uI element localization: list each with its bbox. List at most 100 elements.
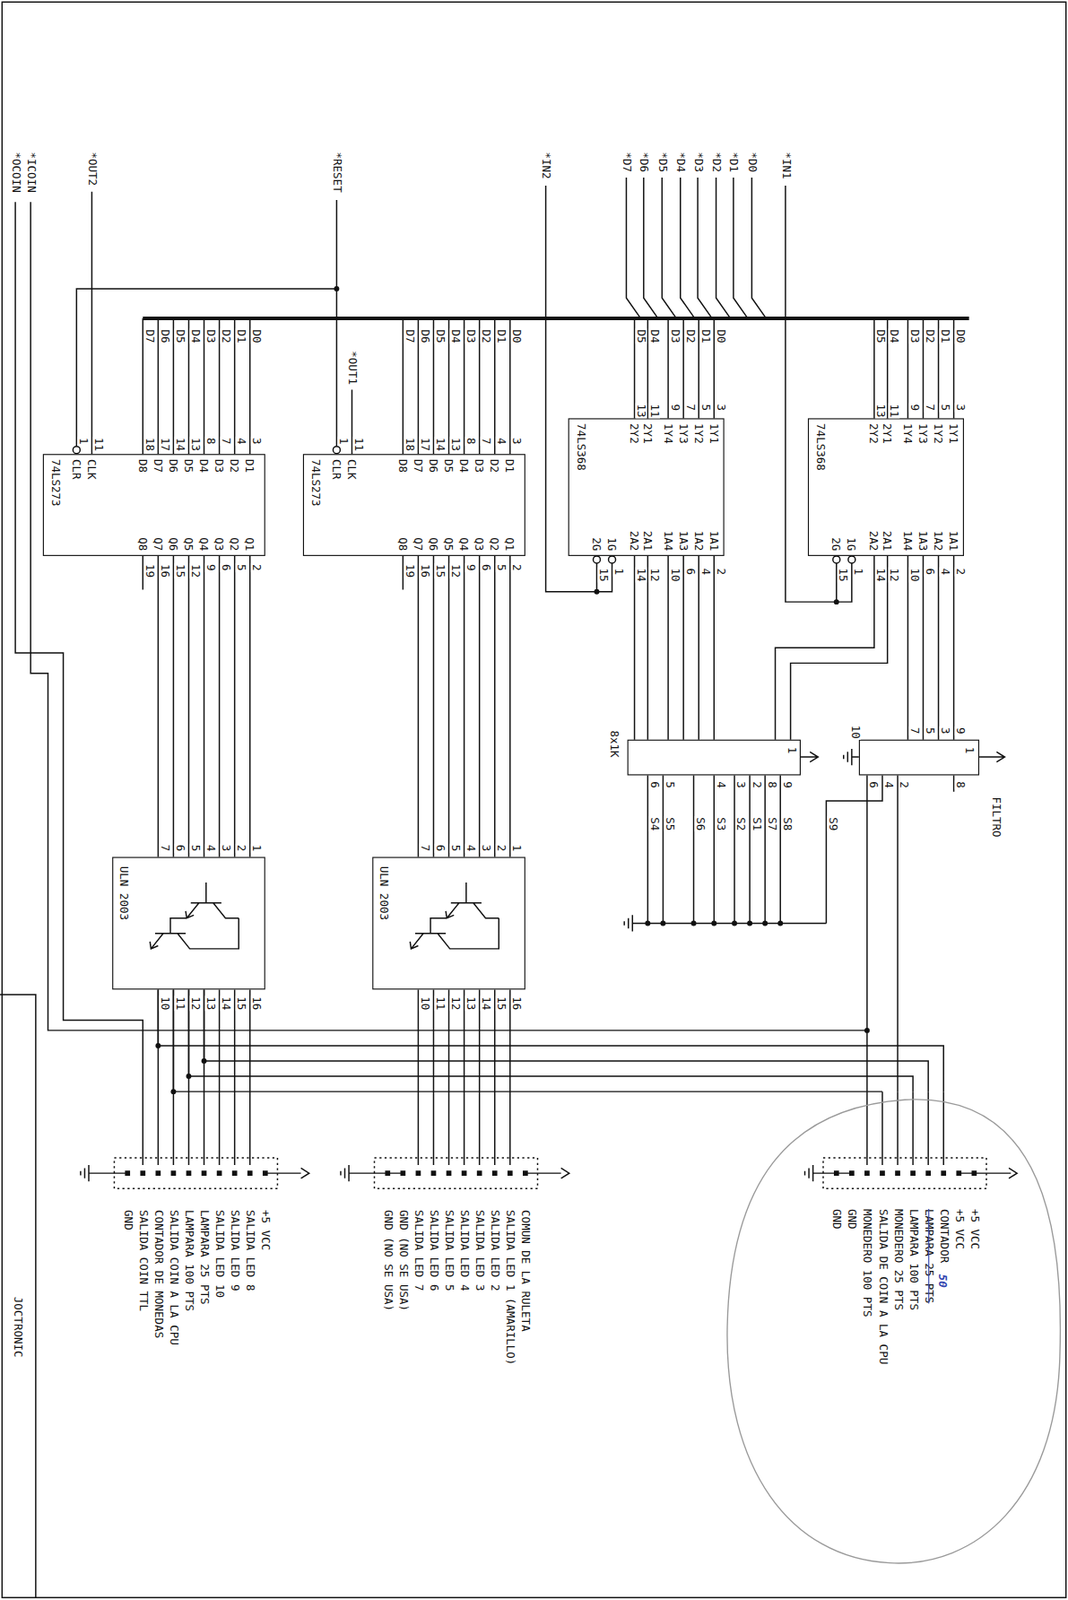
pin-number: 11 — [93, 436, 105, 452]
bus-bit: D4 — [190, 328, 202, 344]
pin-number: 3 — [939, 726, 952, 736]
bus-bit: D7 — [143, 328, 156, 344]
switch-name: S4 — [648, 816, 660, 832]
pin-name: 1A1 — [706, 530, 720, 552]
pin-name: 1A4 — [660, 530, 674, 552]
pin-name: Q6 — [426, 537, 440, 551]
pin-number: 18 — [403, 436, 416, 452]
pin-name: D4 — [197, 459, 210, 473]
pin-name: 1Y2 — [931, 423, 945, 444]
connector-pin-label: GND — [121, 1208, 134, 1232]
darlington-symbol — [149, 882, 239, 949]
pin-number: 10 — [668, 566, 681, 582]
pin-name: 2Y1 — [880, 423, 894, 444]
pin-number: 10 — [158, 995, 171, 1011]
bus-bit: D5 — [174, 328, 187, 344]
bus-bit: D2 — [924, 328, 937, 344]
pin-number: 18 — [143, 436, 156, 452]
pin-name: 1A1 — [946, 530, 960, 552]
pin-name: Q7 — [410, 537, 424, 551]
pin-number: 14 — [480, 995, 493, 1011]
pin-number: 3 — [735, 780, 747, 790]
connector-outline — [113, 1157, 278, 1189]
bus-bit: D1 — [235, 328, 248, 344]
ic-chip: 1Y11Y21Y31Y42Y12Y21A11A21A31A42A12A21G2G… — [807, 417, 964, 556]
junction-dot — [155, 286, 869, 1095]
pin-number: 1 — [613, 566, 626, 576]
pin-number: 4 — [495, 436, 508, 446]
bus-bit: D6 — [158, 328, 171, 344]
pin-name: 2G — [829, 537, 843, 551]
junction-dot — [659, 920, 666, 926]
connector-pin-label: GND — [845, 1208, 859, 1230]
pin-number: 11 — [648, 402, 660, 418]
pin-number: 5 — [664, 780, 677, 790]
pin-number: 2 — [955, 566, 967, 576]
pin-name: D2 — [227, 459, 241, 473]
bus-bit: D6 — [419, 328, 432, 344]
connector-pin-label: SALIDA LED 6 — [427, 1208, 441, 1293]
pin-number: 13 — [450, 436, 462, 452]
connector-pin-label: MONEDERO 25 PTS — [891, 1208, 904, 1311]
pin-number: 6 — [220, 563, 233, 573]
bus-bit: D7 — [403, 328, 416, 344]
pin-name: D7 — [150, 459, 164, 473]
pin-number: 6 — [480, 563, 493, 573]
ic-chip: D1D2D3D4D5D6D7D8CLKCLRQ1Q2Q3Q4Q5Q6Q7Q874… — [303, 453, 526, 556]
pin-name: CLK — [345, 459, 358, 480]
pin-number: 6 — [868, 780, 880, 790]
pin-number: 19 — [403, 563, 416, 579]
bus-bit: D3 — [668, 328, 681, 344]
signal-name: *RESET — [330, 150, 344, 193]
connector-pin-label: COMUN DE LA RULETA — [519, 1208, 532, 1333]
pin-name: 2A1 — [880, 530, 894, 552]
pin-number: 13 — [205, 995, 218, 1011]
pin-name: 1G — [605, 537, 618, 551]
resistor-network: FILTRO — [859, 739, 980, 776]
pin-number: 3 — [220, 843, 233, 853]
pin-number: 16 — [511, 995, 523, 1011]
bus-bit: D2 — [220, 328, 233, 344]
inversion-bubble — [833, 555, 841, 564]
pin-number: 4 — [235, 436, 248, 446]
pin-number: 14 — [434, 436, 447, 452]
inversion-bubble — [592, 555, 600, 564]
switch-name: S5 — [664, 816, 677, 832]
pin-name: 1Y3 — [676, 423, 689, 444]
switch-name: S3 — [714, 816, 727, 832]
pin-number: 12 — [190, 995, 202, 1011]
data-bus — [142, 316, 969, 321]
pin-number: 8 — [205, 436, 218, 446]
hand-circled-connector: +5 VCC+5 VCCCONTADORLAMPARA 25 PTSLAMPAR… — [720, 1091, 1068, 1572]
pin-number: 2 — [898, 780, 911, 790]
pin-name: 1G — [844, 537, 858, 551]
pin-number: 3 — [480, 843, 493, 853]
wire-bundle — [157, 555, 250, 858]
wire-bundle — [634, 555, 715, 740]
pin-number: 4 — [465, 843, 478, 853]
pin-name: Q8 — [135, 537, 148, 551]
junction-dot — [594, 589, 600, 595]
part-number: ULN 2003 — [377, 866, 391, 921]
pin-number: 11 — [353, 436, 365, 452]
pin-number: 8 — [765, 780, 778, 790]
pin-number: 8 — [465, 436, 478, 446]
connector-pin-label: SALIDA LED 9 — [228, 1208, 242, 1293]
pin-number: 7 — [909, 726, 921, 736]
bus-bit: D0 — [251, 328, 263, 344]
bus-bit: D0 — [955, 328, 967, 344]
connector-pin-label: SALIDA COIN A LA CPU — [167, 1208, 181, 1346]
pin-name: D7 — [410, 459, 424, 473]
pin-number: 13 — [190, 436, 202, 452]
pin-name: 2A1 — [640, 530, 653, 552]
bus-bit: D5 — [635, 328, 648, 344]
pin-number: 6 — [174, 843, 187, 853]
pin-number: 9 — [668, 402, 681, 412]
pin-number: 12 — [190, 563, 202, 579]
pin-number: 5 — [939, 402, 952, 412]
pin-number: 14 — [220, 995, 233, 1011]
switch-name: S1 — [750, 816, 763, 832]
pin-number: 15 — [174, 563, 187, 579]
connector-pin-label: GND (NO SE USA) — [397, 1208, 410, 1312]
